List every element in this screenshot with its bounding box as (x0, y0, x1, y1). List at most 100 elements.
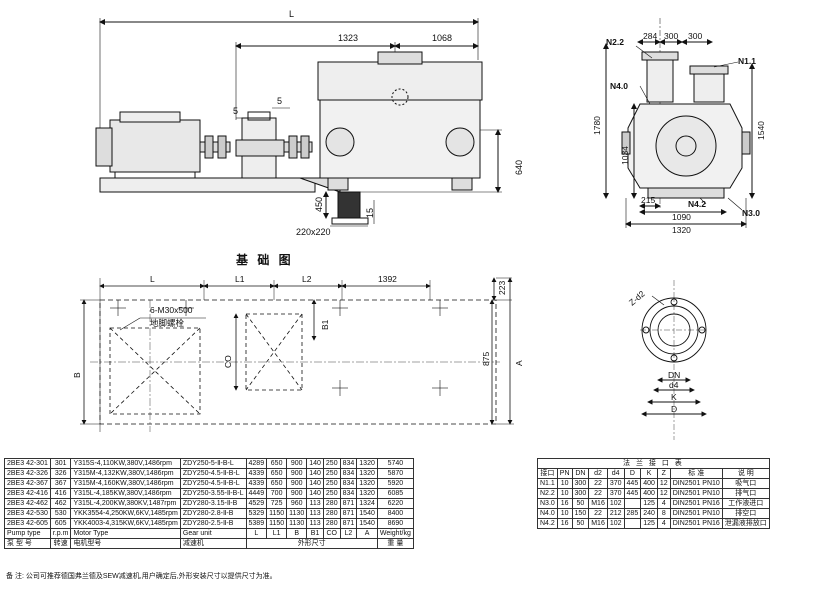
table-cell: 250 (322, 468, 341, 479)
flange-D-label: D (671, 404, 677, 414)
table-cell: 326 (49, 468, 72, 479)
hdr-motor-type: Motor Type (70, 528, 181, 539)
hdr-A: A (356, 528, 378, 539)
hdr-L2: L2 (339, 528, 358, 539)
table-cell: 605 (49, 518, 72, 529)
table-cell: 6220 (376, 498, 414, 509)
hdr-cn-motor: 电机型号 (70, 538, 181, 549)
table-cell: 300 (571, 478, 590, 489)
dim-5b-label: 5 (277, 96, 282, 106)
table-cell: 650 (266, 468, 288, 479)
table-cell: 445 (623, 488, 642, 499)
table-cell: 900 (286, 468, 308, 479)
table-cell: 22 (588, 488, 608, 499)
table-cell: Y315L-4,185KW,380V,1486rpm (70, 488, 181, 499)
table-cell: 排空口 (721, 508, 770, 519)
table-cell: 240 (640, 508, 658, 519)
fnd-L2-label: L2 (302, 274, 312, 284)
table-cell: 416 (49, 488, 72, 499)
fh-desc: 说 明 (721, 468, 770, 479)
foundation-labels: L L1 L2 1392 223 6-M30x500 地脚螺栓 B1 CO B … (72, 274, 524, 378)
table-cell: 1130 (286, 518, 308, 529)
foundation-title: 基 础 图 (235, 252, 294, 267)
table-cell: 834 (339, 478, 358, 489)
table-cell: 834 (339, 468, 358, 479)
table-cell: 834 (339, 458, 358, 469)
table-cell: 4289 (245, 458, 268, 469)
table-cell: 4339 (245, 478, 268, 489)
table-cell (623, 498, 642, 509)
table-cell: 400 (640, 488, 658, 499)
fnd-CO-label: CO (223, 355, 233, 368)
table-cell: 530 (49, 508, 72, 519)
table-cell: ZDY280-2.8-Ⅱ-B (179, 508, 247, 519)
table-cell: N4.2 (537, 518, 558, 529)
flange-DN-label: DN (668, 370, 680, 380)
table-cell: ZDY250-4.5-Ⅱ-B-L (179, 478, 247, 489)
dim-1323-label: 1323 (338, 33, 358, 43)
fnd-B1-label: B1 (320, 319, 330, 330)
table-cell: 8690 (376, 518, 414, 529)
table-cell: M16 (588, 518, 608, 529)
fnd-bolts-cn-label: 地脚螺栓 (150, 318, 185, 328)
table-cell: 140 (306, 458, 324, 469)
table-cell: N2.2 (537, 488, 558, 499)
table-cell: 102 (606, 518, 625, 529)
fnd-1392-label: 1392 (378, 274, 397, 284)
table-cell: ZDY280-2.5-Ⅱ-B (179, 518, 247, 529)
fh-d2: d2 (588, 468, 608, 479)
table-cell: 4449 (245, 488, 268, 499)
hdr-cn-gear: 减速机 (179, 538, 247, 549)
fh-port: 接口 (537, 468, 558, 479)
table-cell: 125 (640, 518, 658, 529)
hdr-cn-pump: 泵 型 号 (4, 538, 51, 549)
fh-K: K (640, 468, 658, 479)
table-cell: 871 (339, 518, 358, 529)
table-cell: 113 (306, 498, 324, 509)
table-cell: Y315M-4,160KW,380V,1486rpm (70, 478, 181, 489)
table-cell: 700 (266, 488, 288, 499)
table-cell: 1324 (356, 498, 378, 509)
hdr-cn-weight: 重 量 (376, 538, 414, 549)
hdr-B1: B1 (306, 528, 324, 539)
table-cell: 960 (286, 498, 308, 509)
hdr-cn-dims: 外形尺寸 (245, 538, 378, 549)
table-cell: 300 (571, 488, 590, 499)
fh-d4: d4 (606, 468, 625, 479)
dim-1034-label: 1034 (620, 146, 630, 165)
table-cell: 150 (571, 508, 590, 519)
table-cell: 1150 (266, 518, 288, 529)
table-cell: 2BE3 42-301 (4, 458, 51, 469)
table-cell: 1130 (286, 508, 308, 519)
hdr-CO: CO (322, 528, 341, 539)
table-cell: 4 (656, 518, 671, 529)
dim-1090-label: 1090 (672, 212, 691, 222)
table-cell: 140 (306, 488, 324, 499)
table-cell: 5740 (376, 458, 414, 469)
flange-d4-label: d4 (669, 380, 679, 390)
table-cell: 10 (556, 508, 573, 519)
port-n40-label: N4.0 (610, 81, 628, 91)
table-cell: YKK4003-4,315KW,6KV,1485rpm (70, 518, 181, 529)
table-cell: DIN2501 PN10 (669, 508, 723, 519)
table-cell: 650 (266, 458, 288, 469)
table-cell: 10 (556, 478, 573, 489)
table-cell: Y315S-4,110KW,380V,1486rpm (70, 458, 181, 469)
dim-1780-label: 1780 (592, 116, 602, 135)
table-cell: 2BE3 42-462 (4, 498, 51, 509)
hdr-pump-type: Pump type (4, 528, 51, 539)
table-cell: 370 (606, 478, 625, 489)
table-cell: 10 (556, 488, 573, 499)
table-cell: N3.0 (537, 498, 558, 509)
table-cell: 113 (306, 518, 324, 529)
hdr-rpm: r.p.m (49, 528, 72, 539)
table-cell: 5329 (245, 508, 268, 519)
table-cell: 102 (606, 498, 625, 509)
table-cell: 5870 (376, 468, 414, 479)
table-cell: 50 (571, 498, 590, 509)
table-cell: 1540 (356, 508, 378, 519)
